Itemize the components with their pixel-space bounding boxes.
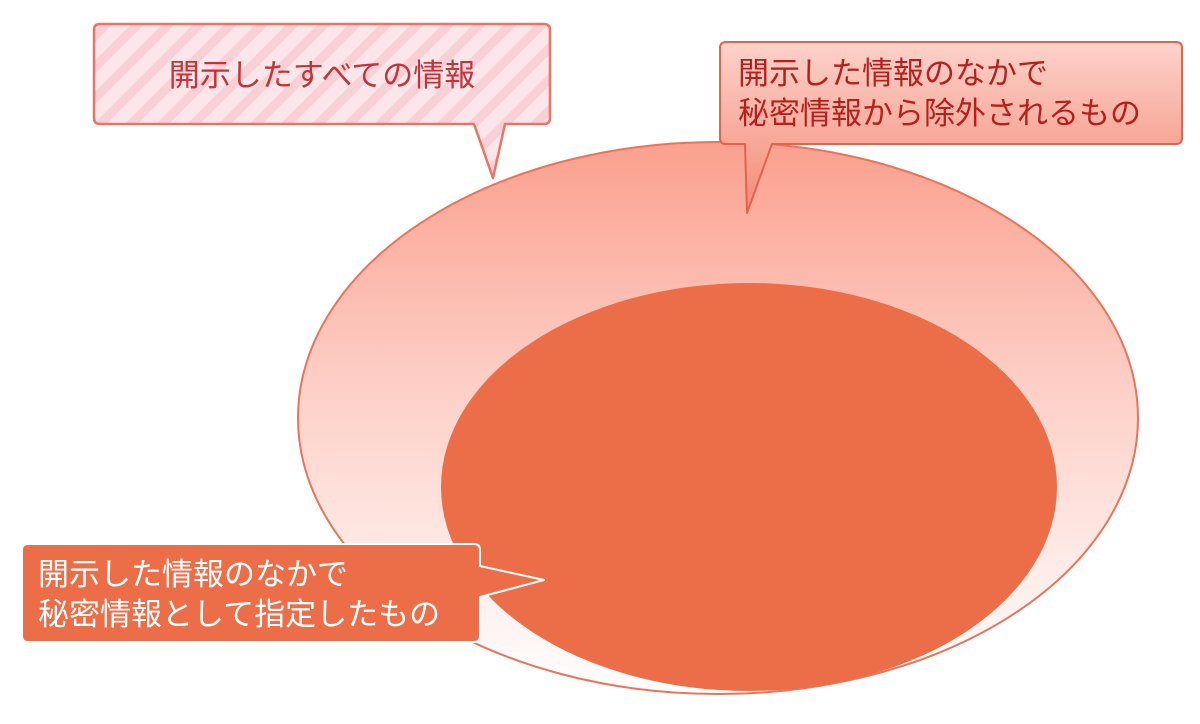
excluded-label-line-2: 秘密情報から除外されるもの — [738, 96, 1141, 132]
excluded-label-line-1: 開示した情報のなかで — [738, 56, 1048, 92]
all-info-callout-box — [92, 22, 552, 180]
designated-label-line-1: 開示した情報のなかで — [38, 557, 348, 593]
inner-ellipse-designated — [441, 283, 1057, 691]
designated-callout-box — [21, 543, 545, 643]
designated-label-line-2: 秘密情報として指定したもの — [38, 597, 440, 633]
all-info-label: 開示したすべての情報 — [169, 58, 476, 94]
excluded-callout-box — [719, 41, 1183, 214]
